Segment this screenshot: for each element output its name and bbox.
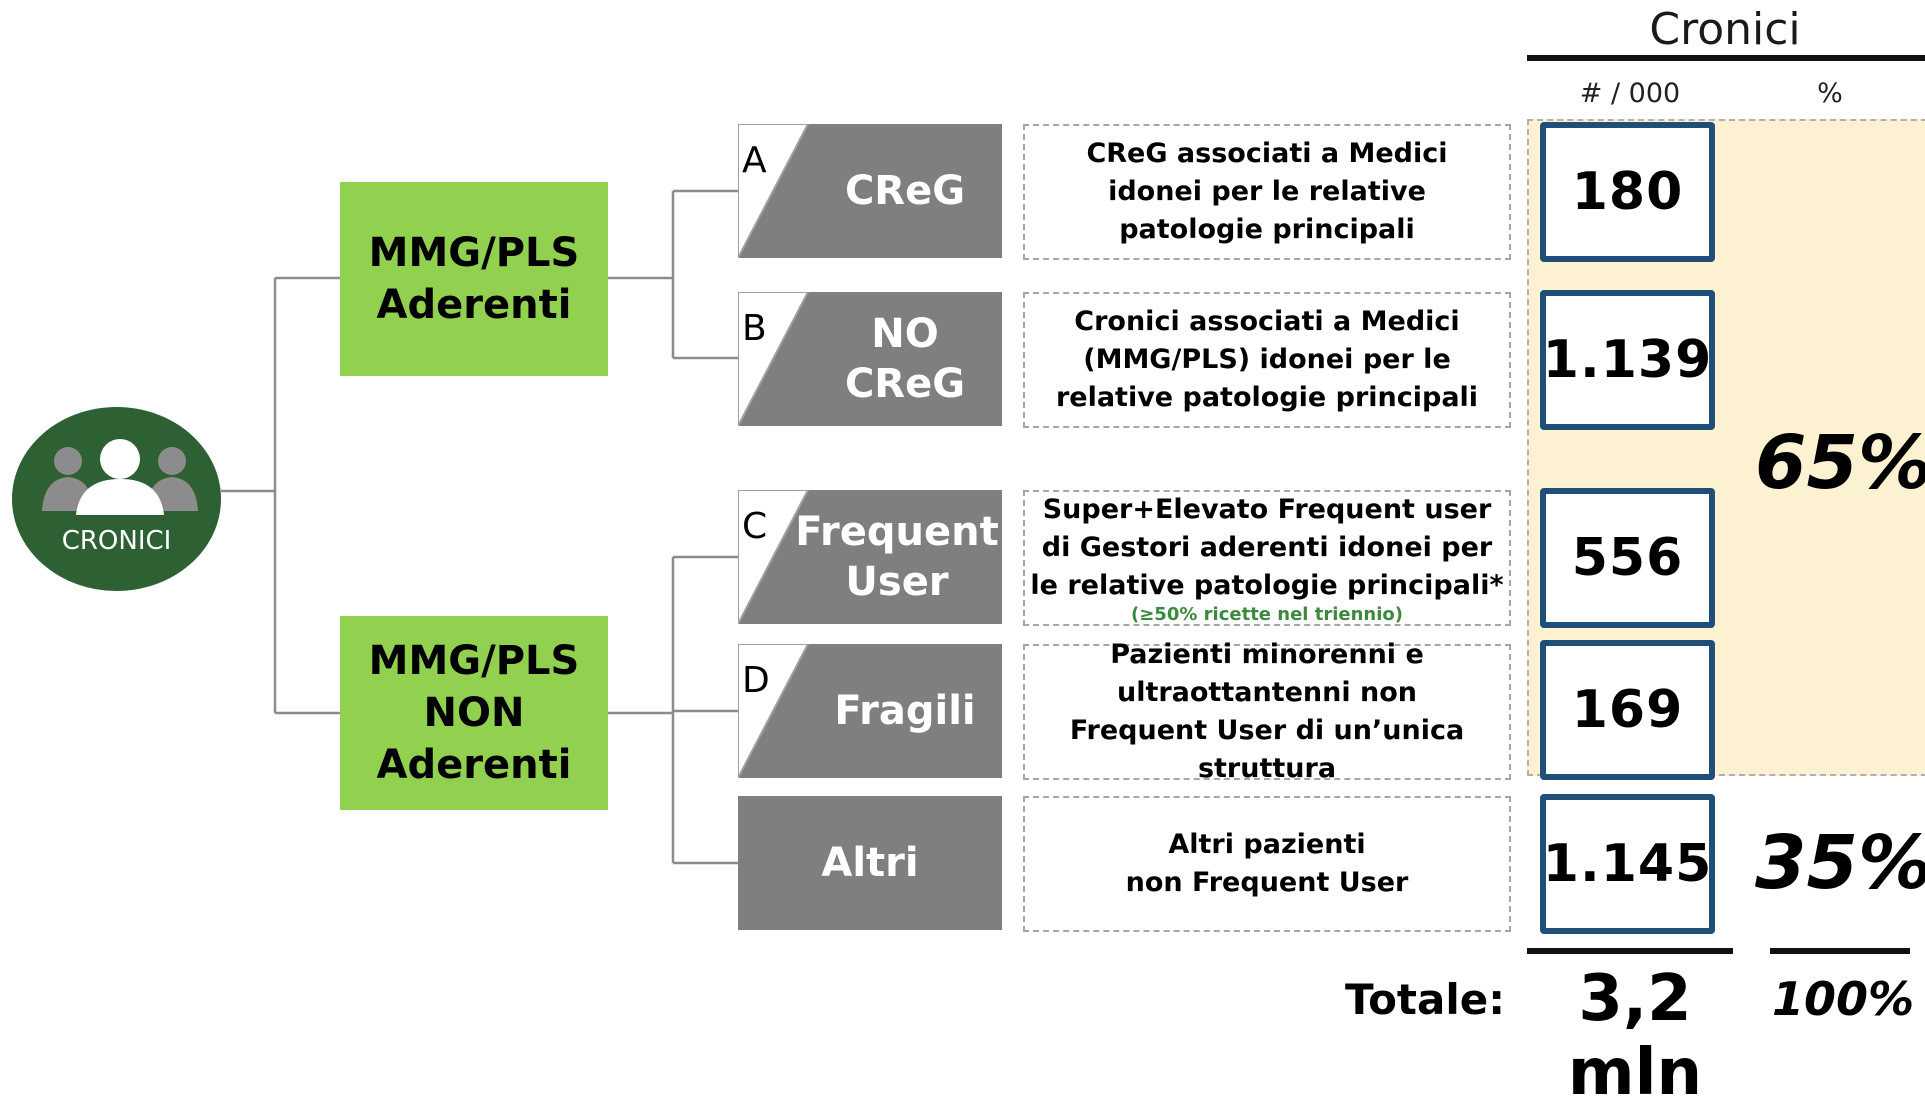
root-label: CRONICI [61,526,172,556]
section-title: Cronici [1649,4,1801,55]
total-value: 3,2 mln [1567,962,1703,1110]
letter-notch [738,644,810,778]
description-b: Cronici associati a Medici (MMG/PLS) ido… [1023,292,1511,428]
category-letter: B [742,308,767,349]
description-text: Cronici associati a Medici (MMG/PLS) ido… [1055,306,1479,413]
value-b: 1.139 [1540,290,1715,430]
letter-notch [738,490,810,624]
category-letter: D [742,660,770,701]
category-letter: C [742,506,768,547]
description-text: Super+Elevato Frequent user di Gestori a… [1030,494,1504,601]
category-name: CReG [844,168,966,214]
column-header-count: # / 000 [1579,78,1681,109]
total-label: Totale: [1345,975,1506,1024]
category-box-c: C Frequent User [738,490,1002,624]
total-rule-count [1527,948,1733,954]
category-name: Fragili [834,688,976,734]
value-c: 556 [1540,488,1715,628]
value-a: 180 [1540,122,1715,262]
letter-notch [738,292,810,426]
value-altri: 1.145 [1540,794,1715,934]
tree-connectors [221,189,738,865]
column-header-percent: % [1817,78,1843,109]
total-rule-percent [1770,948,1910,954]
description-altri: Altri pazienti non Frequent User [1023,796,1511,932]
value-d: 169 [1540,640,1715,780]
category-letter: A [742,140,767,181]
group-aderenti: MMG/PLS Aderenti [340,182,608,376]
total-percent: 100% [1771,972,1915,1026]
description-a: CReG associati a Medici idonei per le re… [1023,124,1511,260]
description-note: (≥50% ricette nel triennio) [1131,604,1403,625]
description-text: Pazienti minorenni e ultraottantenni non… [1069,639,1465,784]
category-box-altri: Altri [738,796,1002,930]
category-name: Frequent User [795,509,999,605]
category-box-d: D Fragili [738,644,1002,778]
people-group-icon [42,439,198,515]
title-underline [1527,55,1925,61]
description-text: CReG associati a Medici idonei per le re… [1086,138,1448,245]
percent-abcd: 65% [1755,420,1925,506]
category-box-a: A CReG [738,124,1002,258]
category-box-b: B NO CReG [738,292,1002,426]
letter-notch [738,124,810,258]
percent-altri: 35% [1755,820,1925,906]
category-name: Altri [821,840,919,886]
group-non-aderenti: MMG/PLS NON Aderenti [340,616,608,810]
description-text: Altri pazienti non Frequent User [1125,829,1409,898]
category-name: NO CReG [844,311,966,407]
description-d: Pazienti minorenni e ultraottantenni non… [1023,639,1511,784]
description-c: Super+Elevato Frequent user di Gestori a… [1023,490,1511,626]
